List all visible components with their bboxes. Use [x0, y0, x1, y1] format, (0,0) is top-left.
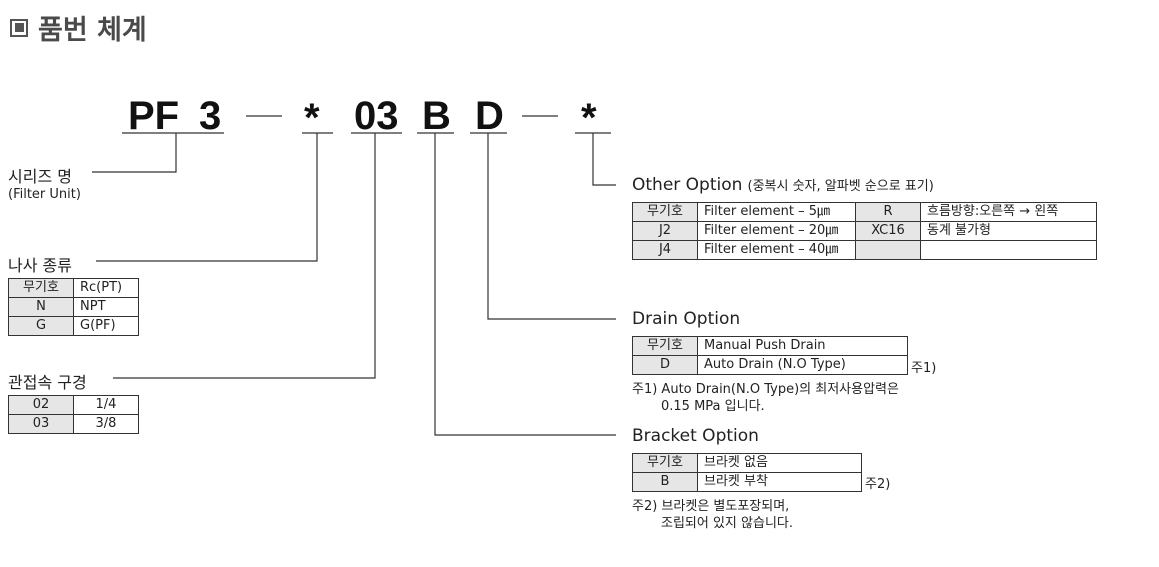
table-cell: Filter element – 20㎛ — [697, 221, 856, 241]
port-label: 관접속 구경 — [8, 373, 87, 392]
table-cell: J4 — [632, 240, 698, 260]
other-note: (중복시 숫자, 알파벳 순으로 표기) — [747, 179, 934, 194]
table-cell: R — [855, 202, 921, 222]
table-cell: 무기호 — [632, 453, 698, 473]
bracket-table: 무기호 브라켓 없음 B 브라켓 부착 — [632, 453, 862, 492]
table-cell: 1/4 — [73, 395, 139, 415]
bracket-footnote-1: 주2) 브라켓은 별도포장되며, — [632, 499, 790, 514]
table-row: 03 3/8 — [8, 414, 139, 434]
table-cell: 무기호 — [632, 336, 698, 356]
table-cell: 02 — [8, 395, 74, 415]
table-cell: NPT — [73, 297, 139, 317]
table-cell: G(PF) — [73, 316, 139, 336]
table-cell — [855, 240, 921, 260]
drain-label: Drain Option — [632, 309, 741, 329]
table-cell: N — [8, 297, 74, 317]
table-cell: 브라켓 없음 — [697, 453, 862, 473]
series-sub: (Filter Unit) — [8, 187, 81, 202]
thread-table: 무기호 Rc(PT) N NPT G G(PF) — [8, 278, 139, 336]
bracket-label: Bracket Option — [632, 426, 759, 446]
table-row: 무기호 Manual Push Drain — [632, 336, 908, 356]
table-cell: J2 — [632, 221, 698, 241]
drain-footnote-2: 0.15 MPa 입니다. — [661, 399, 765, 414]
table-row: N NPT — [8, 297, 139, 317]
table-cell: Filter element – 5㎛ — [697, 202, 856, 222]
table-cell: Rc(PT) — [73, 278, 139, 298]
code-series: PF — [128, 94, 180, 138]
table-row: J4 Filter element – 40㎛ — [632, 240, 1097, 260]
drain-side-note: 주1) — [911, 361, 937, 376]
table-cell: Filter element – 40㎛ — [697, 240, 856, 260]
page-title: 품번 체계 — [10, 8, 147, 47]
table-row: 무기호 브라켓 없음 — [632, 453, 862, 473]
code-drain: D — [475, 94, 504, 138]
table-cell: 무기호 — [632, 202, 698, 222]
table-cell: B — [632, 472, 698, 492]
code-bracket: B — [422, 94, 451, 138]
code-port: 03 — [354, 94, 399, 138]
table-cell: Manual Push Drain — [697, 336, 908, 356]
series-label: 시리즈 명 — [8, 167, 72, 186]
table-cell: 03 — [8, 414, 74, 434]
table-row: 무기호 Filter element – 5㎛ R 흐름방향:오른쪽 → 왼쪽 — [632, 202, 1097, 222]
table-row: B 브라켓 부착 — [632, 472, 862, 492]
code-thread-wildcard: * — [304, 96, 320, 140]
table-cell: D — [632, 355, 698, 375]
table-row: 무기호 Rc(PT) — [8, 278, 139, 298]
thread-label: 나사 종류 — [8, 256, 72, 275]
drain-footnote-1: 주1) Auto Drain(N.O Type)의 최저사용압력은 — [632, 382, 899, 397]
code-model: 3 — [199, 94, 222, 138]
table-cell: 무기호 — [8, 278, 74, 298]
table-row: G G(PF) — [8, 316, 139, 336]
bracket-footnote-2: 조립되어 있지 않습니다. — [661, 516, 793, 531]
page-title-text: 품번 체계 — [38, 15, 147, 46]
other-table: 무기호 Filter element – 5㎛ R 흐름방향:오른쪽 → 왼쪽 … — [632, 202, 1097, 260]
bracket-side-note: 주2) — [865, 477, 891, 492]
table-cell: G — [8, 316, 74, 336]
table-cell: 3/8 — [73, 414, 139, 434]
table-cell: Auto Drain (N.O Type) — [697, 355, 908, 375]
other-label: Other Option — [632, 175, 743, 195]
table-row: J2 Filter element – 20㎛ XC16 동계 불가형 — [632, 221, 1097, 241]
table-cell: 흐름방향:오른쪽 → 왼쪽 — [920, 202, 1097, 222]
drain-table: 무기호 Manual Push Drain D Auto Drain (N.O … — [632, 336, 908, 375]
table-cell: 동계 불가형 — [920, 221, 1097, 241]
table-row: 02 1/4 — [8, 395, 139, 415]
other-heading: Other Option (중복시 숫자, 알파벳 순으로 표기) — [632, 175, 934, 195]
table-cell: XC16 — [855, 221, 921, 241]
table-cell: 브라켓 부착 — [697, 472, 862, 492]
table-cell — [920, 240, 1097, 260]
square-bullet-icon — [10, 18, 28, 37]
port-table: 02 1/4 03 3/8 — [8, 395, 139, 434]
code-other-wildcard: * — [581, 96, 597, 140]
table-row: D Auto Drain (N.O Type) — [632, 355, 908, 375]
